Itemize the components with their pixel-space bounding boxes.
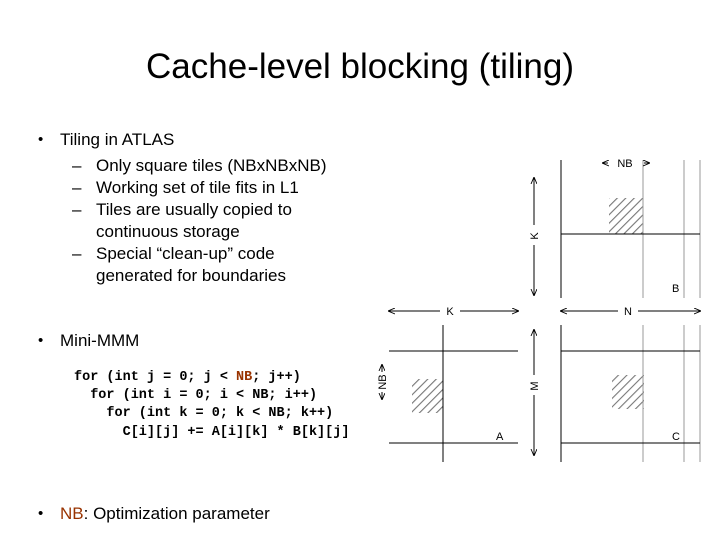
matrix-b-label: B: [672, 283, 679, 295]
matrix-c-label: C: [672, 431, 680, 443]
m-vertical-measure: M: [529, 330, 541, 455]
code-line-1-part-b: ; j++): [252, 370, 301, 385]
n-horizontal-measure: N: [561, 306, 700, 318]
k-horizontal-measure: K: [389, 306, 518, 318]
bullet-marker-icon: •: [38, 131, 44, 148]
nb-note-label: : Optimization parameter: [83, 504, 270, 523]
tiling-sub-list: – Only square tiles (NBxNBxNB) – Working…: [72, 155, 327, 287]
list-item-label: Working set of tile fits in L1: [96, 178, 299, 197]
nb-top-label: NB: [617, 158, 632, 170]
list-item-label: Tiles are usually copied to: [96, 200, 292, 219]
bullet-marker-icon: •: [38, 332, 44, 349]
bullet-nb-optimization-parameter: • NB: Optimization parameter: [38, 503, 270, 524]
code-line-1-part-a: for (int j = 0; j <: [74, 370, 237, 385]
dash-marker-icon: –: [72, 244, 82, 263]
matrix-c-tile: [612, 375, 644, 409]
matrix-b-tile: [609, 198, 643, 234]
k-horizontal-label: K: [446, 306, 454, 318]
list-item-continuation: generated for boundaries: [72, 265, 327, 287]
matrix-b-group: NB B: [560, 158, 701, 298]
dash-marker-icon: –: [72, 156, 82, 175]
bullet-mini-mmm-label: Mini-MMM: [60, 331, 140, 350]
dash-marker-icon: –: [72, 178, 82, 197]
matrix-c-group: C: [560, 325, 701, 462]
m-vertical-label: M: [529, 381, 541, 390]
code-line-2: for (int i = 0; i < NB; i++): [74, 388, 318, 404]
list-item: – Tiles are usually copied to: [72, 199, 327, 221]
matrix-a-group: A: [389, 325, 518, 462]
nb-vertical-measure: NB: [377, 365, 389, 399]
k-vertical-label: K: [529, 232, 541, 240]
code-block: for (int j = 0; j < NB; j++) for (int i …: [74, 369, 349, 442]
list-item: – Working set of tile fits in L1: [72, 177, 327, 199]
bullet-mini-mmm: • Mini-MMM: [38, 330, 139, 351]
n-horizontal-label: N: [624, 306, 632, 318]
matrix-a-tile: [412, 379, 443, 413]
nb-accent-label: NB: [60, 504, 84, 523]
matrix-a-label: A: [496, 431, 504, 443]
bullet-tiling-in-atlas: • Tiling in ATLAS: [38, 129, 174, 150]
list-item: – Special “clean-up” code: [72, 243, 327, 265]
list-item-label: Special “clean-up” code: [96, 244, 275, 263]
code-line-4: C[i][j] += A[i][k] * B[k][j]: [74, 424, 350, 440]
list-item: – Only square tiles (NBxNBxNB): [72, 155, 327, 177]
bullet-tiling-label: Tiling in ATLAS: [60, 130, 175, 149]
nb-vertical-label: NB: [377, 374, 389, 389]
code-line-3: for (int k = 0; k < NB; k++): [74, 406, 334, 422]
page-title: Cache-level blocking (tiling): [146, 47, 574, 86]
list-item-label: generated for boundaries: [96, 266, 286, 285]
dash-marker-icon: –: [72, 200, 82, 219]
bullet-marker-icon: •: [38, 505, 44, 522]
code-line-1-nb: NB: [236, 370, 253, 385]
list-item-label: continuous storage: [96, 222, 240, 241]
list-item-label: Only square tiles (NBxNBxNB): [96, 156, 327, 175]
k-vertical-measure: K: [529, 178, 541, 295]
list-item-continuation: continuous storage: [72, 221, 327, 243]
